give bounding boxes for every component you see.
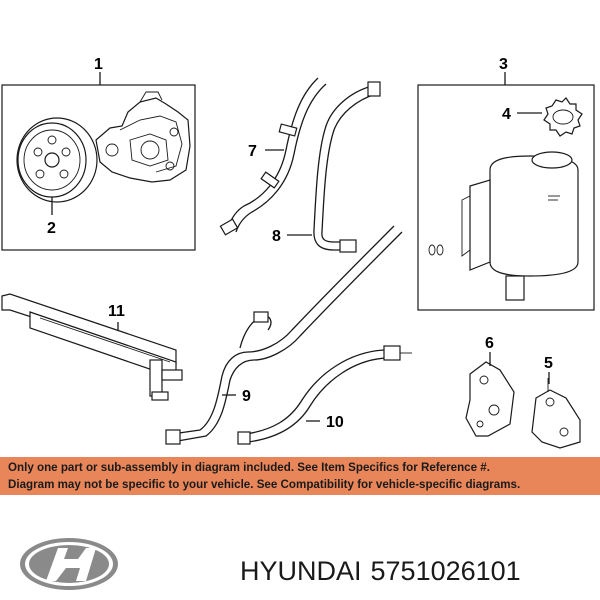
power-steering-pump — [95, 91, 191, 183]
bracket-5 — [531, 378, 581, 449]
callout-11: 11 — [108, 303, 125, 320]
disclaimer-line-2: Diagram may not be specific to your vehi… — [8, 478, 521, 491]
callout-1: 1 — [94, 56, 103, 73]
callout-9: 9 — [242, 388, 251, 405]
callout-7: 7 — [248, 143, 257, 160]
callout-6: 6 — [485, 335, 494, 352]
callout-2: 2 — [47, 220, 56, 237]
hose-8 — [313, 81, 381, 253]
brand-name: HYUNDAI — [240, 556, 362, 586]
hose-9 — [165, 225, 403, 445]
callout-3: 3 — [499, 56, 508, 73]
pump-assembly-box — [1, 84, 196, 251]
hose-10 — [237, 345, 412, 445]
disclaimer-line-1: Only one part or sub-assembly in diagram… — [8, 461, 490, 474]
callout-4: 4 — [502, 106, 511, 123]
disclaimer-banner: Only one part or sub-assembly in diagram… — [0, 457, 600, 495]
reservoir-cap — [543, 97, 583, 137]
brand-row: HYUNDAI 5751026101 — [0, 520, 600, 600]
callout-8: 8 — [272, 228, 281, 245]
hose-7 — [219, 77, 327, 236]
hyundai-logo-icon — [20, 538, 118, 590]
callout-5: 5 — [544, 355, 553, 372]
pulley — [16, 117, 98, 203]
brand-caption: HYUNDAI 5751026101 — [240, 556, 530, 587]
power-steering-reservoir — [428, 151, 579, 301]
callout-10: 10 — [326, 414, 344, 431]
part-number: 5751026101 — [370, 556, 521, 586]
bracket-6 — [465, 361, 515, 437]
reservoir-assembly-box — [417, 84, 595, 311]
oil-cooler — [1, 293, 183, 401]
